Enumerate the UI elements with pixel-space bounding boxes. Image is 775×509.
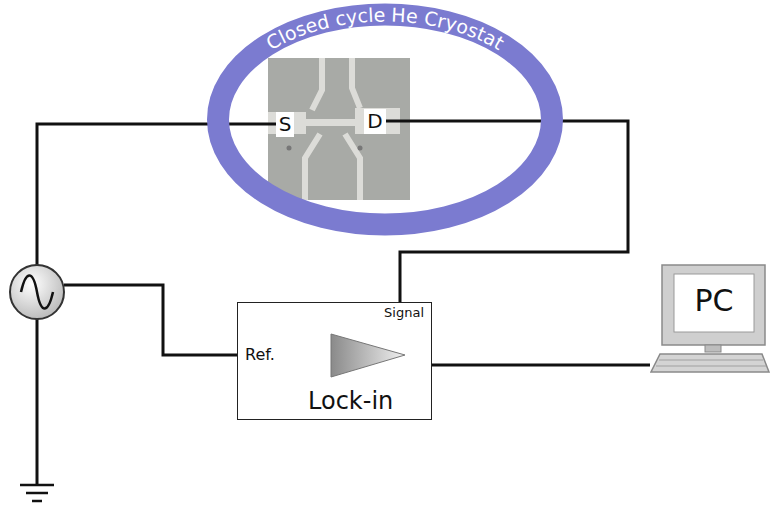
amplifier-symbol — [331, 334, 405, 377]
ground-line — [20, 484, 54, 487]
monitor-stand — [705, 345, 721, 352]
reference-wire — [64, 285, 237, 355]
keyboard-keys — [656, 360, 766, 366]
device-channel — [304, 119, 358, 126]
input-label: Ref. — [245, 346, 275, 364]
ground-line — [32, 500, 42, 503]
signal-wire — [432, 364, 650, 367]
device-image — [268, 58, 410, 200]
computer-icon: PC — [650, 262, 770, 374]
keyboard — [651, 354, 769, 372]
device-dot — [287, 146, 292, 151]
ground-line — [26, 492, 48, 495]
ground-wire — [36, 319, 39, 485]
drain-terminal: D — [364, 109, 385, 134]
monitor-frame — [662, 265, 765, 345]
computer-outline — [650, 262, 770, 374]
sine-symbol — [21, 276, 53, 309]
ground-symbol — [20, 485, 54, 501]
instrument-name: Lock-in — [308, 388, 393, 416]
cryostat-ring: S D Closed cycle He Cryostat — [207, 3, 563, 236]
device-lead — [305, 134, 320, 200]
terminal-label: D — [367, 110, 382, 133]
ac-source-symbol — [10, 265, 64, 319]
lockin-box: SignalRef. Lock-in — [237, 302, 432, 420]
device-lead — [345, 134, 360, 200]
monitor-screen — [674, 274, 754, 332]
terminal-label: S — [279, 113, 292, 136]
source-wire — [37, 124, 282, 265]
device-lead — [312, 58, 322, 110]
device-lead — [352, 58, 360, 108]
device-leads — [305, 58, 360, 200]
computer-label: PC — [674, 274, 754, 328]
source-terminal: S — [276, 112, 295, 137]
device-dot — [358, 146, 363, 151]
input-label: Signal — [384, 306, 424, 321]
ring-shape — [218, 15, 552, 225]
ring-label: Closed cycle He Cryostat — [262, 3, 508, 54]
